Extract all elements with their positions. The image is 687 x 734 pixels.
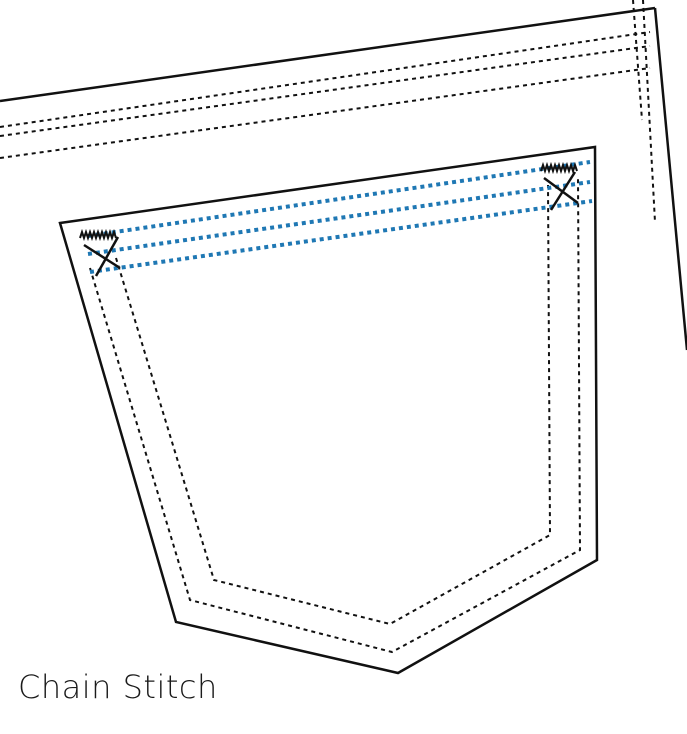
- right-cross-line-1: [543, 176, 579, 205]
- pocket-outline: [58, 145, 599, 675]
- caption-label: Chain Stitch: [18, 668, 218, 706]
- yoke-topstitching: [0, 0, 656, 223]
- left-cross-line-2: [94, 236, 120, 277]
- side-stitch-line-2: [642, 0, 656, 223]
- pocket-stitch-outer: [89, 177, 582, 654]
- chain-stitch-row-3: [89, 199, 593, 274]
- pocket-topstitching: [89, 177, 582, 654]
- zigzag-bartack-icon: [79, 228, 117, 242]
- left-bartack-zigzag: [79, 228, 117, 242]
- side-stitch-line-1: [632, 0, 643, 121]
- left-cross-line-1: [83, 243, 121, 270]
- yoke-stitch-line-1: [0, 31, 651, 128]
- side-seam-edge: [653, 7, 687, 351]
- right-bartack-zigzag: [540, 161, 578, 175]
- yoke-stitch-line-2: [0, 45, 651, 137]
- chain-stitch-rows: [87, 160, 593, 274]
- chain-stitch-row-2: [87, 180, 591, 256]
- pocket-stitch-inner: [115, 184, 552, 626]
- chain-stitch-row-1: [87, 160, 591, 238]
- zigzag-bartack-icon: [540, 161, 578, 175]
- yoke-top-edge: [0, 6, 656, 103]
- x-cross-icon: [83, 236, 121, 277]
- x-cross-icon: [543, 171, 579, 211]
- right-cross-line-2: [549, 171, 577, 211]
- yoke-stitch-line-3: [0, 67, 651, 159]
- yoke-outline: [0, 6, 687, 351]
